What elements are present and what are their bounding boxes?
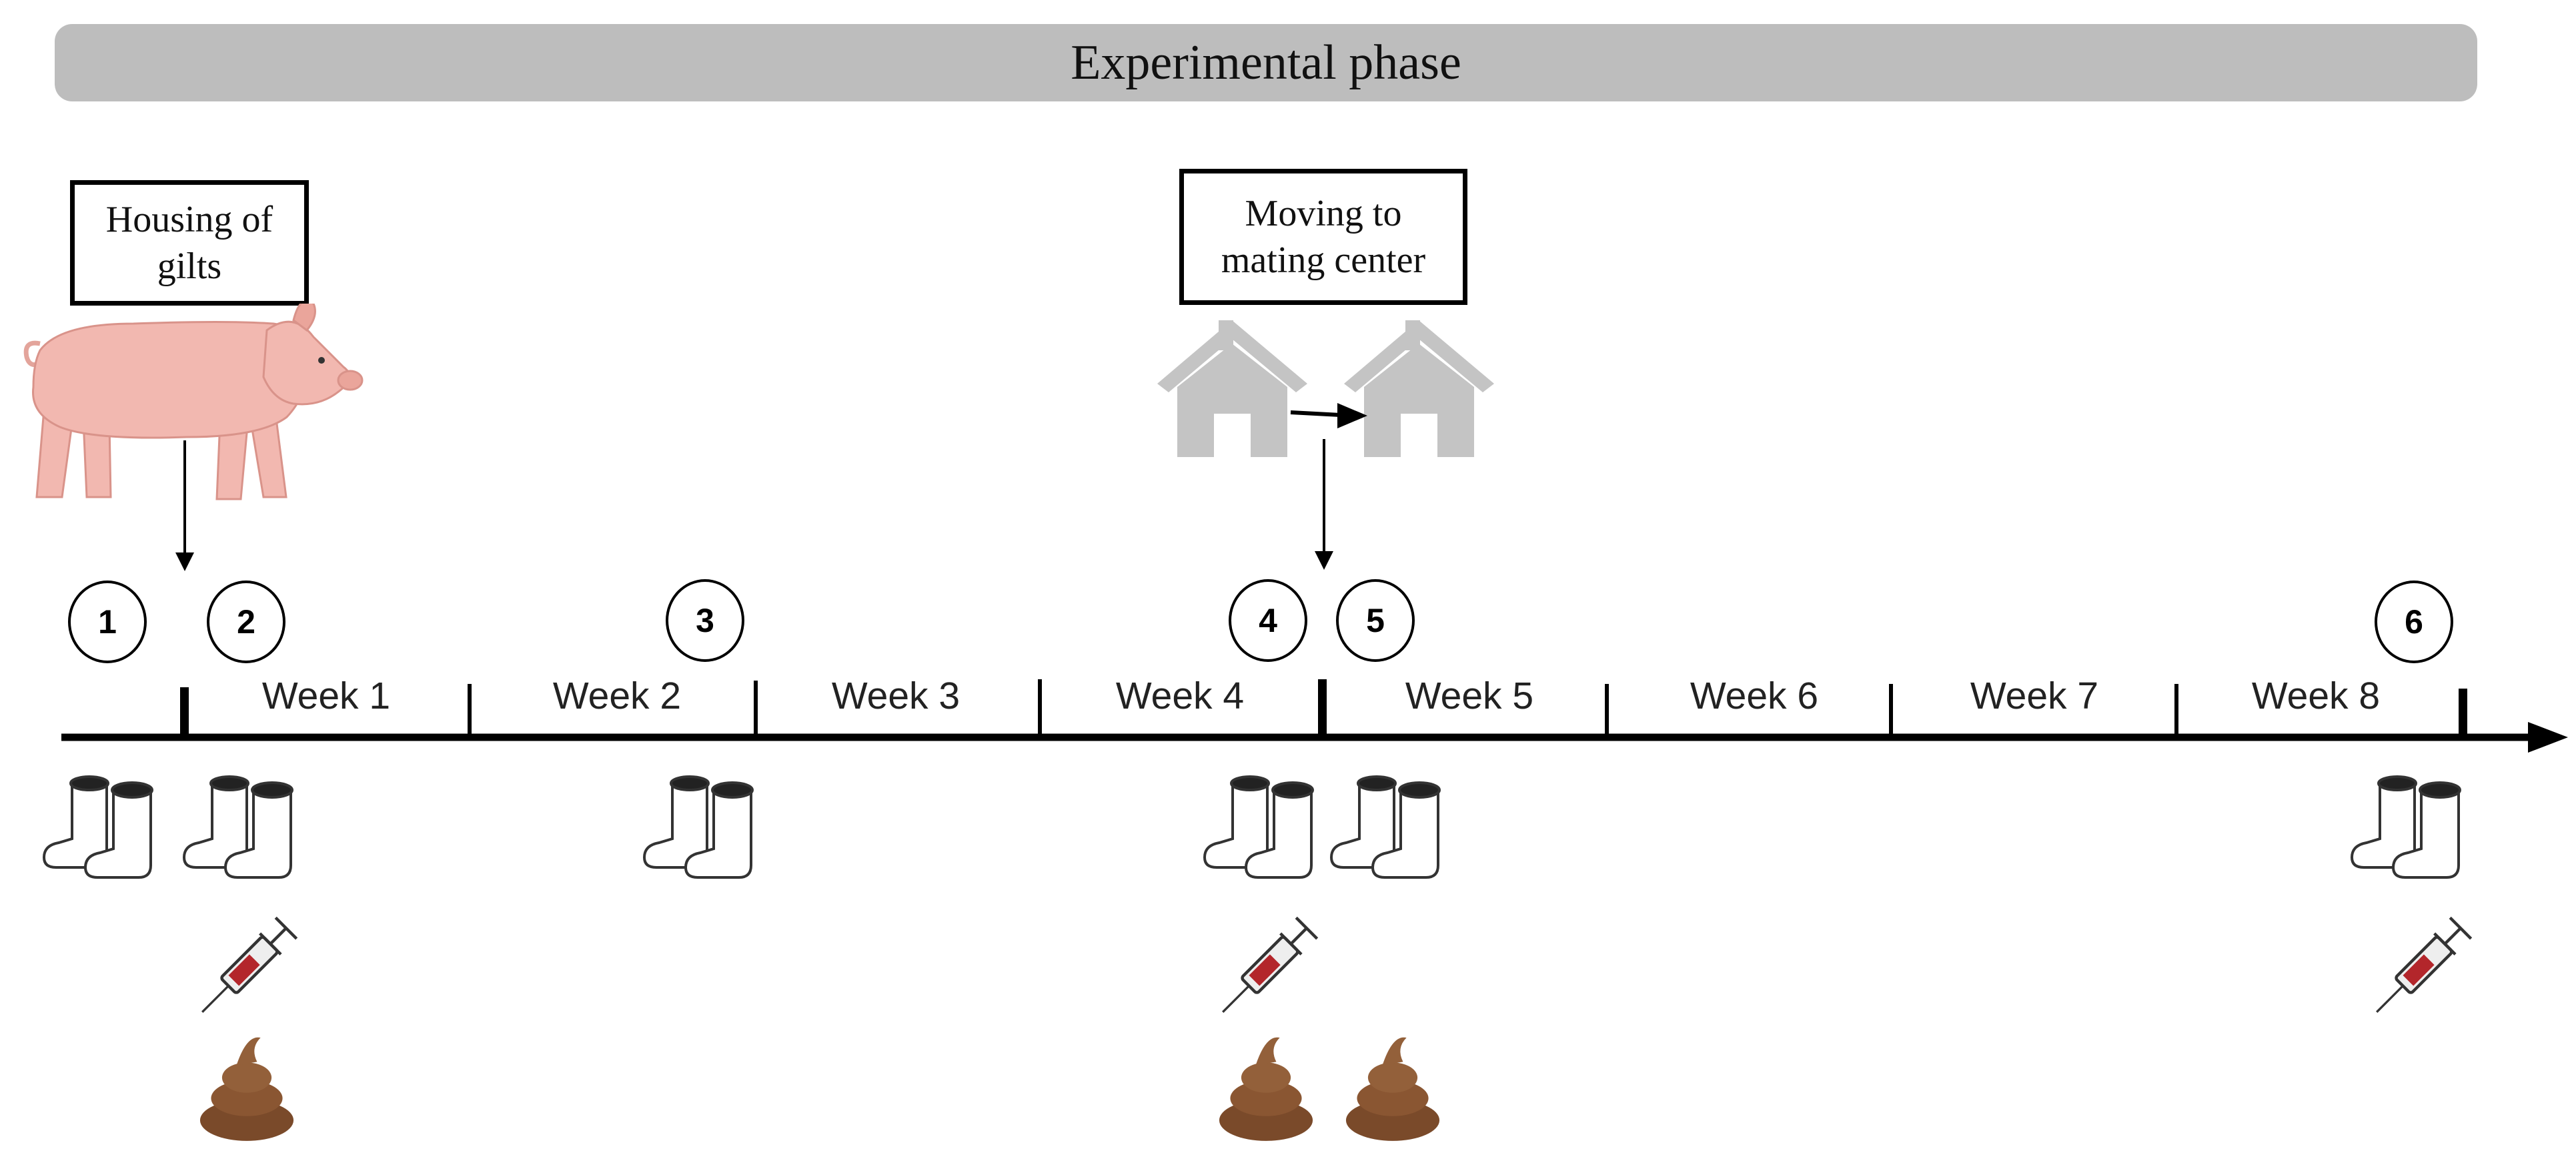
boots-icon xyxy=(1329,775,1441,879)
feces-icon xyxy=(1219,1037,1313,1141)
week-label-8: Week 8 xyxy=(2251,675,2381,717)
pig-icon xyxy=(23,304,364,500)
boots-icon xyxy=(42,775,153,879)
sampling-point-1: 1 xyxy=(68,581,147,663)
moving-label-box: Moving to mating center xyxy=(1179,169,1467,305)
housing-label-line2: gilts xyxy=(157,246,222,287)
syringe-icon xyxy=(2376,916,2473,1013)
sampling-point-label: 3 xyxy=(696,602,714,639)
house-icon xyxy=(1344,320,1494,457)
sampling-point-4: 4 xyxy=(1229,579,1307,662)
sampling-point-label: 4 xyxy=(1259,602,1277,639)
boots-icon xyxy=(2350,775,2461,879)
week-label-1: Week 1 xyxy=(261,675,391,717)
feces-icon xyxy=(1345,1037,1440,1141)
moving-label-line1: Moving to xyxy=(1245,193,1402,234)
phase-banner: Experimental phase xyxy=(55,24,2477,101)
sampling-point-5: 5 xyxy=(1336,579,1415,662)
week-label-7: Week 7 xyxy=(1970,675,2099,717)
housing-label-box: Housing of gilts xyxy=(70,180,309,306)
sampling-point-label: 5 xyxy=(1366,602,1385,639)
boots-icon xyxy=(182,775,293,879)
sampling-point-label: 6 xyxy=(2405,603,2423,641)
sampling-point-label: 1 xyxy=(98,603,117,641)
sampling-point-6: 6 xyxy=(2375,581,2453,663)
boots-icon xyxy=(1203,775,1314,879)
syringe-icon xyxy=(1222,916,1319,1013)
sampling-point-3: 3 xyxy=(666,579,744,662)
week-label-3: Week 3 xyxy=(831,675,960,717)
week-label-5: Week 5 xyxy=(1405,675,1534,717)
moving-label-line2: mating center xyxy=(1221,240,1426,281)
boots-icon xyxy=(642,775,754,879)
week-label-6: Week 6 xyxy=(1690,675,1819,717)
phase-title: Experimental phase xyxy=(1071,35,1461,90)
syringe-icon xyxy=(201,916,298,1013)
house-icon xyxy=(1157,320,1307,457)
housing-label-line1: Housing of xyxy=(105,199,273,240)
feces-icon xyxy=(199,1037,294,1141)
sampling-point-label: 2 xyxy=(237,603,255,641)
sampling-point-2: 2 xyxy=(207,581,285,663)
week-label-4: Week 4 xyxy=(1115,675,1245,717)
week-label-2: Week 2 xyxy=(552,675,682,717)
